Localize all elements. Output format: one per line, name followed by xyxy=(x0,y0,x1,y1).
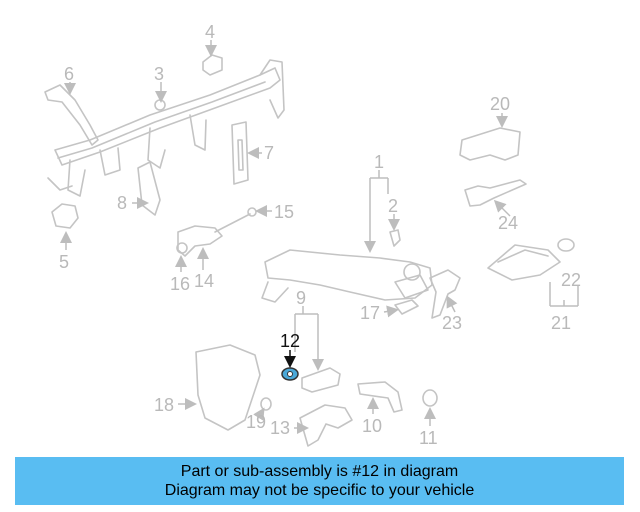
callout-14: 14 xyxy=(194,271,214,291)
callout-12: 12 xyxy=(280,331,300,351)
callout-21: 21 xyxy=(551,313,571,333)
part-18-drawing xyxy=(195,344,261,431)
callout-9: 9 xyxy=(296,288,306,308)
callout-19: 19 xyxy=(246,412,266,432)
part-24-drawing xyxy=(464,179,527,207)
callout-7: 7 xyxy=(264,143,274,163)
callout-24: 24 xyxy=(498,213,518,233)
callout-13: 13 xyxy=(270,418,290,438)
part-17-drawing xyxy=(394,299,419,315)
callout-22: 22 xyxy=(561,270,581,290)
callout-1: 1 xyxy=(374,152,384,172)
part-6-drawing xyxy=(44,84,99,146)
callout-20: 20 xyxy=(490,94,510,114)
callout-18: 18 xyxy=(154,395,174,415)
callout-6: 6 xyxy=(64,64,74,84)
part-19-drawing xyxy=(260,397,272,411)
part-11-drawing xyxy=(422,389,438,407)
parts-diagram: 1 2 3 4 5 6 7 8 9 10 11 12 13 14 15 16 1… xyxy=(44,22,581,448)
part-10-drawing xyxy=(357,381,403,413)
callout-8: 8 xyxy=(117,193,127,213)
callout-16: 16 xyxy=(170,274,190,294)
part-4-drawing xyxy=(202,54,223,76)
callout-15: 15 xyxy=(274,202,294,222)
part-5-drawing xyxy=(51,203,79,229)
callout-2: 2 xyxy=(388,196,398,216)
steering-column-drawing xyxy=(261,249,433,303)
banner-line-2: Diagram may not be specific to your vehi… xyxy=(164,482,475,499)
part-2-drawing xyxy=(389,229,401,247)
part-21-22-drawing xyxy=(487,238,575,281)
part-12-drawing xyxy=(281,367,299,381)
part-20-drawing xyxy=(459,127,521,161)
part-8-drawing xyxy=(137,161,161,216)
part-14-15-16-drawing xyxy=(176,207,257,257)
part-23-drawing xyxy=(429,269,461,319)
callout-17: 17 xyxy=(360,303,380,323)
callout-10: 10 xyxy=(362,416,382,436)
callout-5: 5 xyxy=(59,252,69,272)
callout-numbers: 1 2 3 4 5 6 7 8 9 10 11 12 13 14 15 16 1… xyxy=(59,22,581,448)
callout-11: 11 xyxy=(419,428,438,448)
part-7-drawing xyxy=(231,121,249,185)
info-banner: Part or sub-assembly is #12 in diagram D… xyxy=(15,457,624,505)
callout-3: 3 xyxy=(154,64,164,84)
banner-line-1: Part or sub-assembly is #12 in diagram xyxy=(180,463,459,480)
part-9-drawing xyxy=(301,367,341,393)
part-13-drawing xyxy=(299,404,353,447)
callout-4: 4 xyxy=(205,22,215,42)
callout-23: 23 xyxy=(442,313,462,333)
cross-car-beam-drawing xyxy=(47,59,285,197)
leader-lines xyxy=(60,40,579,434)
